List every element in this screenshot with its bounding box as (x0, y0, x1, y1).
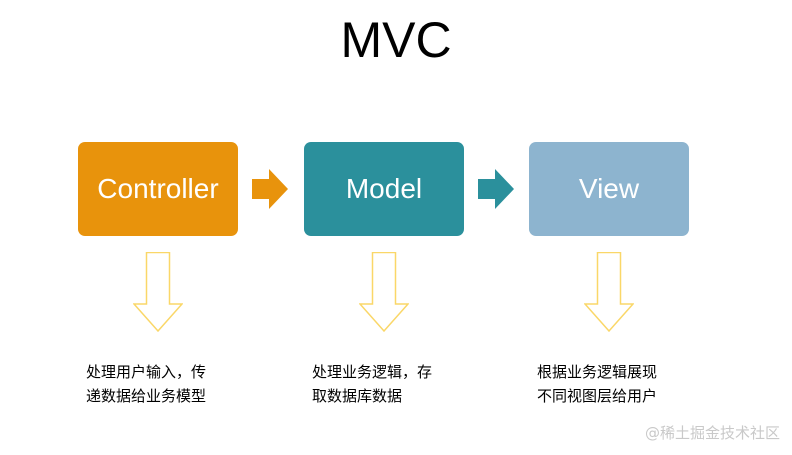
view-description: 根据业务逻辑展现 不同视图层给用户 (537, 360, 707, 408)
description-line: 根据业务逻辑展现 (537, 363, 658, 381)
down-arrow-controller (133, 252, 183, 332)
arrow-down-icon (359, 252, 409, 332)
view-box: View (529, 142, 689, 236)
description-line: 递数据给业务模型 (86, 387, 207, 405)
description-line: 不同视图层给用户 (537, 387, 658, 405)
description-line: 处理用户输入，传 (86, 363, 207, 381)
description-line: 处理业务逻辑，存 (312, 363, 433, 381)
watermark: @稀土掘金技术社区 (644, 424, 780, 442)
arrow-controller-to-model (252, 169, 288, 209)
arrow-right-icon (478, 169, 514, 209)
arrow-right-icon (252, 169, 288, 209)
description-line: 取数据库数据 (312, 387, 403, 405)
model-box: Model (304, 142, 464, 236)
page-title: MVC (340, 12, 452, 68)
arrow-down-icon (133, 252, 183, 332)
controller-description: 处理用户输入，传 递数据给业务模型 (86, 360, 256, 408)
down-arrow-model (359, 252, 409, 332)
controller-box: Controller (78, 142, 238, 236)
arrow-down-icon (584, 252, 634, 332)
arrow-model-to-view (478, 169, 514, 209)
model-description: 处理业务逻辑，存 取数据库数据 (312, 360, 482, 408)
down-arrow-view (584, 252, 634, 332)
